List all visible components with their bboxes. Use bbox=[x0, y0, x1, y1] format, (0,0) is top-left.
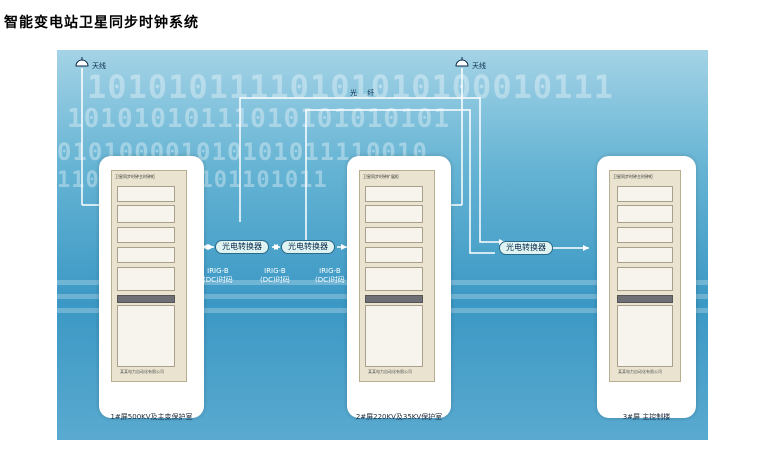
cabinet-label: 2#屏220KV及35KV保护室 bbox=[355, 413, 443, 421]
fiber-line-lower bbox=[305, 109, 495, 254]
device-unit bbox=[617, 305, 673, 367]
device-unit bbox=[365, 305, 423, 367]
fiber-line-upper bbox=[239, 97, 505, 243]
cabinet-nameplate: 卫星同步时钟主时钟柜 bbox=[613, 174, 653, 179]
device-unit bbox=[117, 305, 175, 367]
irig-label-line1: IRIG-B bbox=[207, 267, 229, 275]
device-unit bbox=[117, 186, 175, 202]
irig-label-2: IRIG-B (DC)时码 bbox=[260, 267, 290, 285]
device-unit bbox=[365, 227, 423, 243]
cabinet-footer: 某某电力自动化有限公司 bbox=[120, 369, 164, 374]
irig-label-line2: (DC)时码 bbox=[260, 276, 290, 284]
cabinet-label: 3#屏 主控制楼 bbox=[622, 413, 671, 421]
connection-lines bbox=[75, 57, 589, 254]
irig-label-line2: (DC)时码 bbox=[203, 276, 233, 284]
cabinet-panel-1: 卫星同步时钟主时钟柜 某某电力自动化有限公司 1#屏500KV及主变保护室 bbox=[99, 156, 204, 421]
cabinet-footer: 某某电力自动化有限公司 bbox=[618, 369, 662, 374]
device-unit bbox=[617, 205, 673, 223]
device-unit bbox=[365, 295, 423, 303]
device-unit bbox=[365, 186, 423, 202]
device-unit bbox=[117, 227, 175, 243]
background-binary-row: 10101011110101010100010111 bbox=[87, 68, 614, 106]
device-unit bbox=[617, 227, 673, 243]
cabinet-panel-2: 卫星同步时钟扩展柜 某某电力自动化有限公司 2#屏220KV及35KV保护室 bbox=[347, 156, 451, 421]
arrow-head bbox=[341, 244, 347, 250]
fiber-label: 光 纤 bbox=[350, 89, 379, 97]
page-title: 智能变电站卫星同步时钟系统 bbox=[4, 15, 199, 31]
optical-converter-3: 光电转换器 bbox=[499, 241, 553, 255]
cabinet-label: 1#屏500KV及主变保护室 bbox=[110, 413, 193, 421]
antenna-label: 天线 bbox=[92, 62, 106, 70]
antenna-icon bbox=[455, 57, 469, 67]
cabinet-footer: 某某电力自动化有限公司 bbox=[368, 369, 412, 374]
irig-label-line1: IRIG-B bbox=[264, 267, 286, 275]
antenna-icon bbox=[75, 57, 89, 67]
cabinet-3: 卫星同步时钟主时钟柜 某某电力自动化有限公司 bbox=[609, 170, 681, 382]
cabinet-1: 卫星同步时钟主时钟柜 某某电力自动化有限公司 bbox=[111, 170, 187, 382]
background-binary-row: 10101010111010101010101 bbox=[67, 104, 451, 134]
device-unit bbox=[365, 247, 423, 263]
optical-converter-2: 光电转换器 bbox=[281, 240, 335, 254]
arrow-head bbox=[208, 244, 214, 250]
device-unit bbox=[617, 186, 673, 202]
arrow-head bbox=[202, 244, 208, 250]
arrow-head bbox=[274, 244, 280, 250]
irig-label-line1: IRIG-B bbox=[319, 267, 341, 275]
device-unit bbox=[117, 205, 175, 223]
cabinet-nameplate: 卫星同步时钟主时钟柜 bbox=[115, 174, 155, 179]
device-unit bbox=[365, 267, 423, 291]
device-unit bbox=[365, 205, 423, 223]
arrow-head bbox=[583, 245, 589, 251]
irig-label-3: IRIG-B (DC)时码 bbox=[315, 267, 345, 285]
device-unit bbox=[617, 295, 673, 303]
device-unit bbox=[117, 295, 175, 303]
device-unit bbox=[117, 267, 175, 291]
antenna-label: 天线 bbox=[472, 62, 486, 70]
cabinet-2: 卫星同步时钟扩展柜 某某电力自动化有限公司 bbox=[359, 170, 435, 382]
device-unit bbox=[617, 267, 673, 291]
diagram-canvas: 10101011110101010100010111 1010101011101… bbox=[57, 50, 708, 440]
optical-converter-1: 光电转换器 bbox=[215, 240, 269, 254]
cabinet-nameplate: 卫星同步时钟扩展柜 bbox=[363, 174, 399, 179]
irig-label-line2: (DC)时码 bbox=[315, 276, 345, 284]
device-unit bbox=[117, 247, 175, 263]
irig-label-1: IRIG-B (DC)时码 bbox=[203, 267, 233, 285]
cabinet-panel-3: 卫星同步时钟主时钟柜 某某电力自动化有限公司 3#屏 主控制楼 bbox=[597, 156, 696, 421]
device-unit bbox=[617, 247, 673, 263]
